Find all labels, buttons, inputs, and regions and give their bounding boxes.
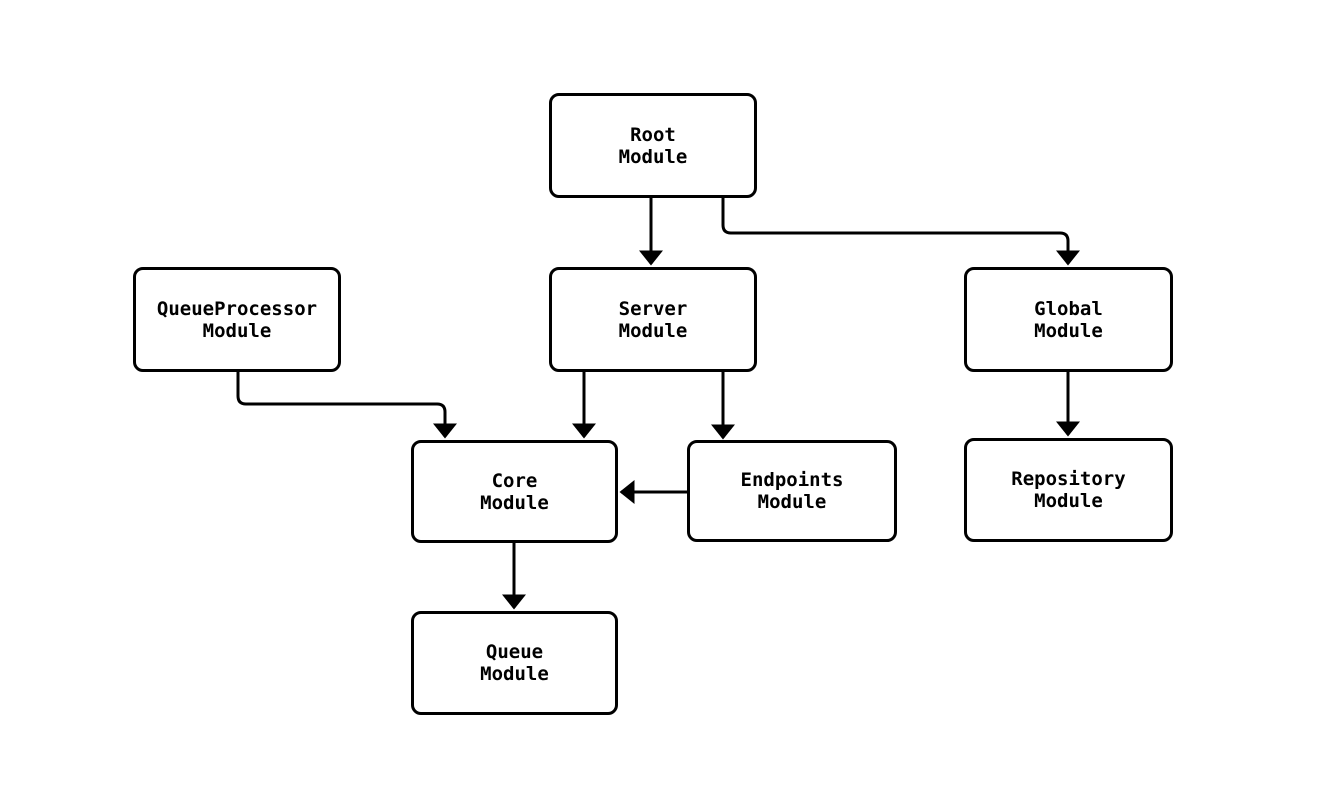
- node-label: Repository Module: [1011, 468, 1126, 512]
- node-label: Global Module: [1034, 297, 1103, 342]
- diagram-node-global: Global Module: [964, 267, 1173, 372]
- node-label: Core Module: [480, 469, 549, 514]
- diagram-node-root: Root Module: [549, 93, 757, 198]
- diagram-node-server: Server Module: [549, 267, 757, 372]
- node-label: Server Module: [618, 297, 688, 342]
- node-label: Endpoints Module: [740, 469, 844, 513]
- diagram-node-core: Core Module: [411, 440, 618, 543]
- diagram-node-queueprocessor: QueueProcessor Module: [133, 267, 341, 372]
- diagram-node-queue: Queue Module: [411, 611, 618, 715]
- edge-root-to-global: [721, 198, 1080, 266]
- edges-group: [236, 198, 1080, 610]
- diagram-node-repository: Repository Module: [964, 438, 1173, 542]
- edge-queueprocessor-to-core: [236, 372, 457, 439]
- diagram-node-endpoints: Endpoints Module: [687, 440, 897, 542]
- node-label: Queue Module: [480, 641, 549, 685]
- node-label: QueueProcessor Module: [156, 297, 318, 342]
- node-label: Root Module: [618, 123, 688, 168]
